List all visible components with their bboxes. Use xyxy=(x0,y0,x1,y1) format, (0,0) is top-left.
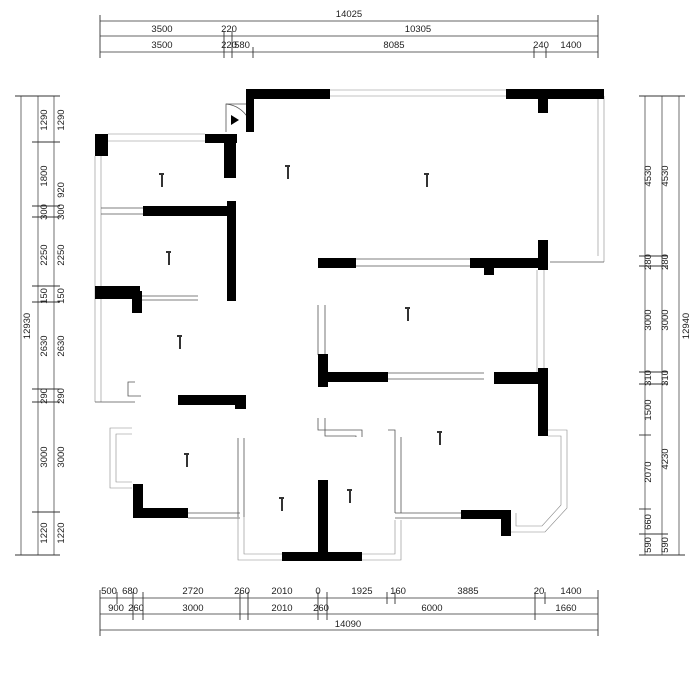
right-inner-label: 3000 xyxy=(643,309,654,330)
bottom-total-label: 14090 xyxy=(335,619,361,630)
left-dimensions: 1290 1800 300 2250 150 2630 290 3000 122… xyxy=(15,95,67,556)
right-inner-label: 280 xyxy=(643,254,654,270)
room-marker-icon xyxy=(159,173,164,187)
top-r2-label: 1400 xyxy=(560,40,581,51)
room-marker-icon xyxy=(279,497,284,511)
bottom-r2-label: 1660 xyxy=(555,603,576,614)
room-markers xyxy=(159,115,442,511)
left-outer-label: 2630 xyxy=(39,335,50,356)
left-outer-label: 300 xyxy=(39,204,50,220)
left-outer-label: 150 xyxy=(39,288,50,304)
bottom-dimensions: 500 680 2720 260 2010 0 1925 160 3885 20… xyxy=(99,586,599,636)
top-r1-label: 10305 xyxy=(405,24,431,35)
right-outer-label: 4530 xyxy=(660,165,671,186)
bottom-r2-label: 2010 xyxy=(271,603,292,614)
right-inner-label: 2070 xyxy=(643,461,654,482)
plan-outlines xyxy=(94,89,605,561)
left-inner-label: 2630 xyxy=(56,335,67,356)
right-outer-label: 280 xyxy=(660,254,671,270)
room-marker-icon xyxy=(437,431,442,445)
left-inner-label: 1220 xyxy=(56,522,67,543)
left-outer-label: 1800 xyxy=(39,165,50,186)
room-marker-icon xyxy=(166,251,171,265)
right-inner-label: 4530 xyxy=(643,165,654,186)
bottom-r1-label: 1925 xyxy=(351,586,372,597)
right-outer-label: 3000 xyxy=(660,309,671,330)
left-outer-label: 2250 xyxy=(39,244,50,265)
bottom-r1-label: 0 xyxy=(315,586,320,597)
right-outer-label: 310 xyxy=(660,370,671,386)
room-marker-icon xyxy=(405,307,410,321)
room-marker-icon xyxy=(177,335,182,349)
left-inner-label: 2250 xyxy=(56,244,67,265)
top-r2-label: 3500 xyxy=(151,40,172,51)
bottom-r1-label: 3885 xyxy=(457,586,478,597)
right-outer-label: 590 xyxy=(660,537,671,553)
left-outer-label: 290 xyxy=(39,388,50,404)
room-marker-icon xyxy=(424,173,429,187)
room-marker-icon xyxy=(285,165,290,179)
left-inner-label: 300 xyxy=(56,204,67,220)
right-dimensions: 4530 280 3000 310 1500 2070 660 590 4530… xyxy=(639,95,692,556)
left-outer-label: 1220 xyxy=(39,522,50,543)
left-inner-label: 150 xyxy=(56,288,67,304)
walls xyxy=(95,89,604,561)
entrance-door-icon xyxy=(231,115,239,125)
bottom-r1-label: 2720 xyxy=(182,586,203,597)
left-inner-label: 290 xyxy=(56,388,67,404)
left-inner-label: 920 xyxy=(56,182,67,198)
top-total-label: 14025 xyxy=(336,9,362,20)
right-inner-label: 1500 xyxy=(643,399,654,420)
right-inner-label: 660 xyxy=(643,514,654,530)
left-inner-label: 1290 xyxy=(56,109,67,130)
room-marker-icon xyxy=(184,453,189,467)
room-marker-icon xyxy=(347,489,352,503)
bottom-r2-label: 260 xyxy=(313,603,329,614)
bottom-r1-label: 20 xyxy=(534,586,545,597)
top-dimensions: 14025 3500 220 10305 3500 220 580 8085 2… xyxy=(99,9,599,58)
top-r1-label: 3500 xyxy=(151,24,172,35)
left-outer-label: 1290 xyxy=(39,109,50,130)
bottom-r2-label: 900 xyxy=(108,603,124,614)
left-inner-label: 3000 xyxy=(56,446,67,467)
right-total-label: 12940 xyxy=(681,313,692,339)
bottom-r1-label: 260 xyxy=(234,586,250,597)
top-r2-label: 240 xyxy=(533,40,549,51)
top-r1-label: 220 xyxy=(221,24,237,35)
left-outer-label: 3000 xyxy=(39,446,50,467)
bottom-r2-label: 6000 xyxy=(421,603,442,614)
bottom-r2-label: 3000 xyxy=(182,603,203,614)
top-r2-label: 8085 xyxy=(383,40,404,51)
bottom-r1-label: 2010 xyxy=(271,586,292,597)
right-inner-label: 590 xyxy=(643,537,654,553)
bottom-r2-label: 260 xyxy=(128,603,144,614)
bottom-r1-label: 500 xyxy=(101,586,117,597)
bottom-r1-label: 1400 xyxy=(560,586,581,597)
bottom-r1-label: 680 xyxy=(122,586,138,597)
top-r2-label: 220 xyxy=(221,40,237,51)
right-inner-label: 310 xyxy=(643,370,654,386)
right-outer-label: 4230 xyxy=(660,448,671,469)
left-total-label: 12930 xyxy=(22,313,33,339)
bottom-r1-label: 160 xyxy=(390,586,406,597)
top-r2-label: 580 xyxy=(234,40,250,51)
